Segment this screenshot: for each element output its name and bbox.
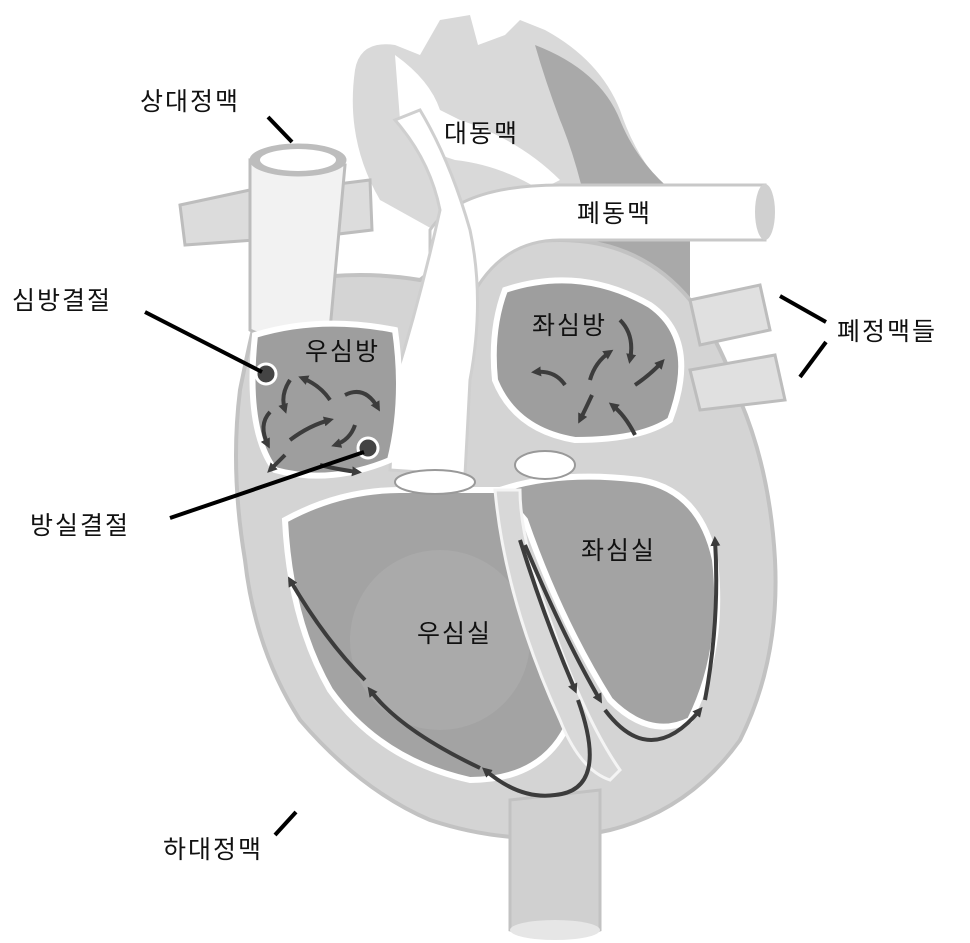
label-right-atrium: 우심방 — [305, 337, 380, 366]
label-vsd: 방실결절 — [30, 511, 130, 540]
label-left-ventricle: 좌심실 — [581, 536, 656, 565]
label-asd: 심방결절 — [12, 286, 112, 315]
asd-defect-dot — [256, 364, 276, 384]
label-right-ventricle: 우심실 — [417, 619, 492, 648]
asd-leader — [145, 312, 262, 372]
pv-leader-lower — [800, 342, 826, 377]
label-aorta: 대동맥 — [444, 119, 519, 148]
ivc-leader — [275, 812, 296, 835]
label-superior-vena-cava: 상대정맥 — [140, 87, 240, 116]
label-inferior-vena-cava: 하대정맥 — [163, 835, 263, 864]
pv-leader-upper — [780, 296, 826, 322]
label-pulmonary-veins: 폐정맥들 — [837, 317, 937, 346]
svc-leader — [268, 117, 292, 142]
label-left-atrium: 좌심방 — [532, 311, 607, 340]
label-pulmonary-artery: 폐동맥 — [577, 199, 652, 228]
